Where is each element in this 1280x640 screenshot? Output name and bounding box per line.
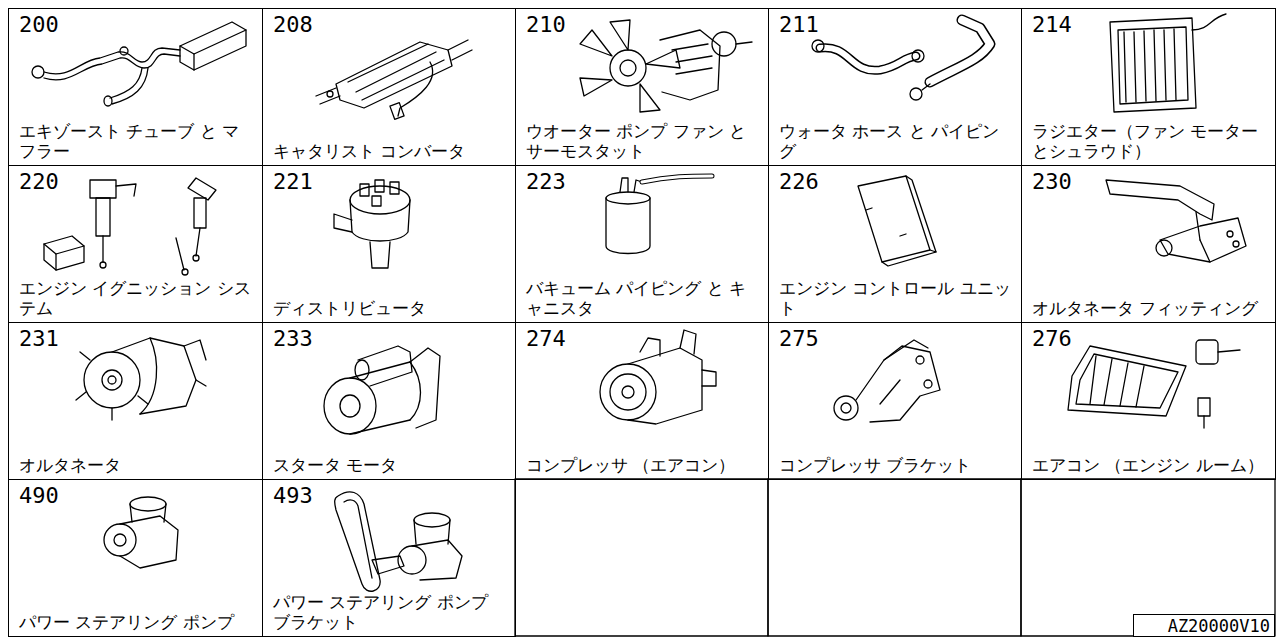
part-name: コンプレッサ （エアコン） [524, 455, 760, 475]
callout-number: 221 [271, 169, 315, 195]
parts-cell: 231 オルタネータ [8, 322, 263, 480]
part-name: パワー ステアリング ポンプ ブラケット [271, 592, 507, 632]
callout-number: 233 [271, 326, 315, 352]
parts-cell: 226 エンジン コントロール ユニット [768, 165, 1022, 323]
part-name: ラジエター（ファン モーター とシュラウド） [1030, 121, 1267, 161]
bracket-drawing [1106, 180, 1246, 262]
distributor-drawing [334, 180, 410, 268]
drawing-code-box: AZ20000V10 [1133, 614, 1275, 637]
part-name: ディストリビュータ [271, 298, 507, 318]
parts-cell: 220 エンジン イグニッション システム [8, 165, 263, 323]
ps-bracket-drawing [335, 492, 462, 591]
callout-number: 220 [17, 169, 61, 195]
part-name: パワー ステアリング ポンプ [17, 612, 254, 632]
callout-number: 275 [777, 326, 821, 352]
parts-cell: 211 ウォータ ホース と パイピング [768, 8, 1022, 166]
parts-cell: 276 エアコン （エンジン ルーム） [1021, 322, 1276, 480]
compressor-bracket-drawing [834, 340, 940, 422]
part-name: ウオーター ポンプ ファン と サーモスタット [524, 121, 760, 161]
parts-cell: 214 ラジエター（ファン モーター とシュラウド） [1021, 8, 1276, 166]
parts-cell: 275 コンプレッサ ブラケット [768, 322, 1022, 480]
compressor-drawing [600, 330, 716, 424]
callout-number: 208 [271, 12, 315, 38]
part-name: エキゾースト チューブ と マフラー [17, 121, 254, 161]
callout-number: 274 [524, 326, 568, 352]
parts-cell: 493 パワー ステアリング ポンプ ブラケット [262, 479, 516, 637]
part-name: キャタリスト コンバータ [271, 141, 507, 161]
callout-number: 211 [777, 12, 821, 38]
radiator-drawing [1110, 14, 1226, 112]
condenser-drawing [1068, 340, 1240, 428]
alternator-drawing [76, 338, 206, 420]
callout-number: 276 [1030, 326, 1074, 352]
parts-cell: 233 スタータ モータ [262, 322, 516, 480]
water-hose-drawing [812, 20, 990, 100]
parts-cell: 274 コンプレッサ （エアコン） [515, 322, 769, 480]
empty-cell [768, 479, 1021, 636]
starter-drawing [324, 346, 440, 434]
canister-drawing [606, 176, 712, 254]
callout-number: 210 [524, 12, 568, 38]
part-name: ウォータ ホース と パイピング [777, 121, 1013, 161]
parts-cell: 200 エキゾースト チューブ と マフラー [8, 8, 263, 166]
callout-number: 490 [17, 483, 61, 509]
empty-cell [515, 479, 768, 636]
part-name: コンプレッサ ブラケット [777, 455, 1013, 475]
catalyst-drawing [316, 40, 472, 119]
part-name: オルタネータ フィッティング [1030, 298, 1267, 318]
ignition-drawing [44, 178, 216, 275]
callout-number: 223 [524, 169, 568, 195]
parts-cell: 208 キャタリスト コンバータ [262, 8, 516, 166]
callout-number: 231 [17, 326, 61, 352]
ps-pump-drawing [104, 497, 178, 568]
part-name: バキューム パイピング と キャニスタ [524, 278, 760, 318]
callout-number: 226 [777, 169, 821, 195]
parts-cell: 490 パワー ステアリング ポンプ [8, 479, 263, 637]
callout-number: 214 [1030, 12, 1074, 38]
parts-cell: 210 ウオーター ポンプ ファン と サーモスタット [515, 8, 769, 166]
callout-number: 230 [1030, 169, 1074, 195]
parts-cell: 221 ディストリビュータ [262, 165, 516, 323]
ecu-drawing [858, 176, 936, 266]
callout-number: 200 [17, 12, 61, 38]
part-name: スタータ モータ [271, 455, 507, 475]
empty-cell [1021, 479, 1275, 636]
part-name: オルタネータ [17, 455, 254, 475]
part-name: エアコン （エンジン ルーム） [1030, 455, 1267, 475]
callout-number: 493 [271, 483, 315, 509]
parts-cell: 223 バキューム パイピング と キャニスタ [515, 165, 769, 323]
part-name: エンジン コントロール ユニット [777, 278, 1013, 318]
water-pump-drawing [580, 20, 752, 112]
part-name: エンジン イグニッション システム [17, 278, 254, 318]
drawing-code: AZ20000V10 [1168, 616, 1270, 636]
parts-cell: 230 オルタネータ フィッティング [1021, 165, 1276, 323]
exhaust-drawing [32, 22, 246, 106]
